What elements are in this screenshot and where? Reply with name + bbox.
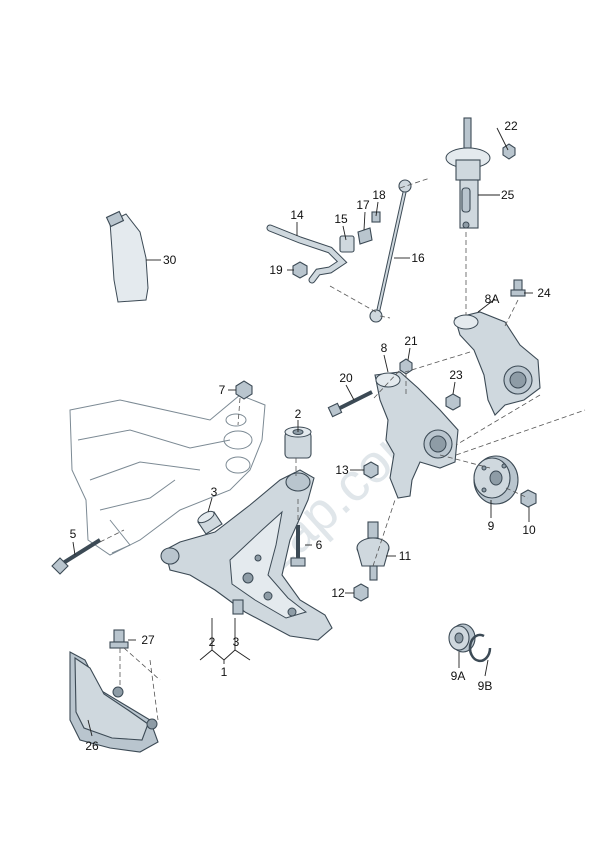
callout-6: 6 [316,538,323,552]
callout-1: 1 [221,665,228,679]
callout-21: 21 [404,334,418,348]
assembly-lines [99,177,586,721]
clamp-17 [357,227,373,245]
bolt-13 [363,461,379,479]
nut-23 [445,393,461,411]
coupling-rod [369,179,412,323]
callout-10: 10 [522,523,536,537]
nut-7 [235,380,253,400]
callout-15: 15 [334,212,348,226]
callout-25: 25 [501,188,515,202]
callout-8a: 8A [485,292,500,306]
callout-9: 9 [488,519,495,533]
callout-16: 16 [411,251,425,265]
nut-22 [502,143,516,160]
wheel-bearing-housing [453,311,541,416]
bolt-24 [510,279,526,297]
callout-17: 17 [356,198,370,212]
bolt-27 [109,629,129,649]
nut-19 [292,261,308,279]
callout-labels: 1 2 3 2 3 5 6 7 8 8A 9 9A 9B 10 11 12 13… [70,119,551,753]
nut-12 [353,583,369,602]
leader-lines [72,127,533,737]
callout-27: 27 [141,633,155,647]
callout-26: 26 [85,739,99,753]
callout-9a: 9A [451,669,466,683]
callout-14: 14 [290,208,304,222]
stabilizer-bar [266,224,348,284]
callout-3-bushing: 3 [211,485,218,499]
callout-24: 24 [537,286,551,300]
knuckle [374,371,459,499]
subframe [69,394,266,556]
callout-11: 11 [399,549,412,563]
strut [445,117,491,229]
bolt-20 [327,390,373,418]
callout-12: 12 [331,586,345,600]
callout-18: 18 [372,188,386,202]
callout-7: 7 [219,383,226,397]
callout-23: 23 [449,368,463,382]
underbody-panel [69,651,159,753]
callout-30: 30 [163,253,177,267]
callout-20: 20 [339,371,353,385]
callout-2-bushing: 2 [295,407,302,421]
callout-3: 3 [233,635,240,649]
bolt-5 [51,538,102,575]
bolt-6 [290,525,306,567]
control-arm [160,469,333,641]
ball-joint [356,521,390,581]
callout-8: 8 [381,341,388,355]
bolt-18 [371,211,381,223]
grease-tube [105,210,149,303]
callout-9b: 9B [478,679,493,693]
callout-19: 19 [269,263,283,277]
callout-13: 13 [335,463,349,477]
circlip [468,633,492,663]
wheel-hub [473,455,519,505]
callout-2: 2 [209,635,216,649]
bushing-15 [339,235,355,253]
callout-22: 22 [504,119,518,133]
hub-bolt [520,489,537,508]
bushing-3 [197,510,223,535]
callout-5: 5 [70,527,77,541]
